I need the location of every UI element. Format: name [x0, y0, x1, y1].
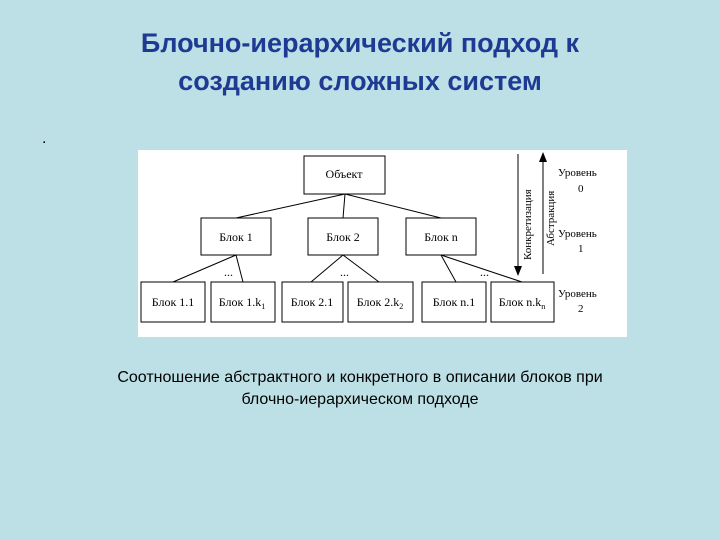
node-block-n: Блок n [405, 217, 477, 256]
connectors-level-1 [235, 193, 442, 219]
caption-line-1: Соотношение абстрактного и конкретного в… [117, 369, 603, 386]
node-block-2-k2: Блок 2.k2 [347, 281, 414, 323]
level-2-label: Уровень 2 [558, 288, 597, 315]
node-block-1-label: Блок 1 [219, 230, 253, 244]
svg-text:Уровень: Уровень [558, 167, 597, 179]
node-block-1-1-label: Блок 1.1 [152, 295, 195, 309]
svg-text:Блок n.kn: Блок n.kn [499, 295, 546, 311]
node-block-n-kn-subscript: n [541, 302, 545, 311]
node-block-1-k1-subscript: 1 [261, 302, 265, 311]
title-line-2: созданию сложных систем [178, 66, 542, 96]
node-block-2-k2-subscript: 2 [399, 302, 403, 311]
node-block-n-kn: Блок n.kn [490, 281, 555, 323]
abstraction-arrow [539, 152, 547, 274]
svg-text:Уровень: Уровень [558, 228, 597, 240]
slide-title: Блочно-иерархический подход к созданию с… [0, 24, 720, 100]
level-1-label: Уровень 1 [558, 228, 597, 255]
concretization-arrow [514, 154, 522, 276]
svg-text:Блок n.1: Блок n.1 [433, 295, 476, 309]
node-block-n-label: Блок n [424, 230, 458, 244]
ellipsis-3: ... [480, 265, 489, 279]
abstraction-label: Абстракция [545, 191, 557, 246]
node-block-1-1: Блок 1.1 [140, 281, 206, 323]
level-0-label: Уровень 0 [558, 167, 597, 195]
node-root-label: Объект [326, 167, 364, 181]
caption-line-2: блочно-иерархическом подходе [241, 391, 479, 408]
ellipsis-1: ... [224, 265, 233, 279]
node-block-1-k1: Блок 1.k1 [210, 281, 276, 323]
svg-text:Уровень: Уровень [558, 288, 597, 300]
title-line-1: Блочно-иерархический подход к [140, 28, 580, 58]
hierarchy-diagram: Объект Блок 1 Блок 2 Блок n Блок 1.1 Бло… [138, 150, 627, 337]
node-block-2-1-label: Блок 2.1 [291, 295, 334, 309]
node-block-n-1-label: Блок n.1 [433, 295, 476, 309]
svg-text:Блок 1.k1: Блок 1.k1 [219, 295, 266, 311]
svg-text:Блок 1.1: Блок 1.1 [152, 295, 195, 309]
node-block-1: Блок 1 [200, 217, 272, 256]
concretization-label: Конкретизация [522, 189, 534, 260]
node-block-1-k1-label: Блок 1.k [219, 295, 262, 309]
svg-text:1: 1 [578, 243, 584, 255]
connectors-level-2 [172, 254, 523, 283]
diagram-caption: Соотношение абстрактного и конкретного в… [60, 367, 660, 411]
bullet-point: . [42, 130, 47, 147]
node-root: Объект [303, 155, 386, 195]
node-block-n-kn-label: Блок n.k [499, 295, 542, 309]
node-block-2: Блок 2 [307, 217, 379, 256]
node-block-n-1: Блок n.1 [421, 281, 487, 323]
node-block-2-label: Блок 2 [326, 230, 360, 244]
svg-text:Блок 2.1: Блок 2.1 [291, 295, 334, 309]
svg-text:2: 2 [578, 303, 584, 315]
node-block-2-k2-label: Блок 2.k [357, 295, 400, 309]
hierarchy-diagram-svg: Объект Блок 1 Блок 2 Блок n Блок 1.1 Бло… [140, 152, 597, 323]
svg-text:Блок 2.k2: Блок 2.k2 [357, 295, 404, 311]
svg-text:0: 0 [578, 183, 584, 195]
node-block-2-1: Блок 2.1 [281, 281, 344, 323]
ellipsis-2: ... [340, 265, 349, 279]
